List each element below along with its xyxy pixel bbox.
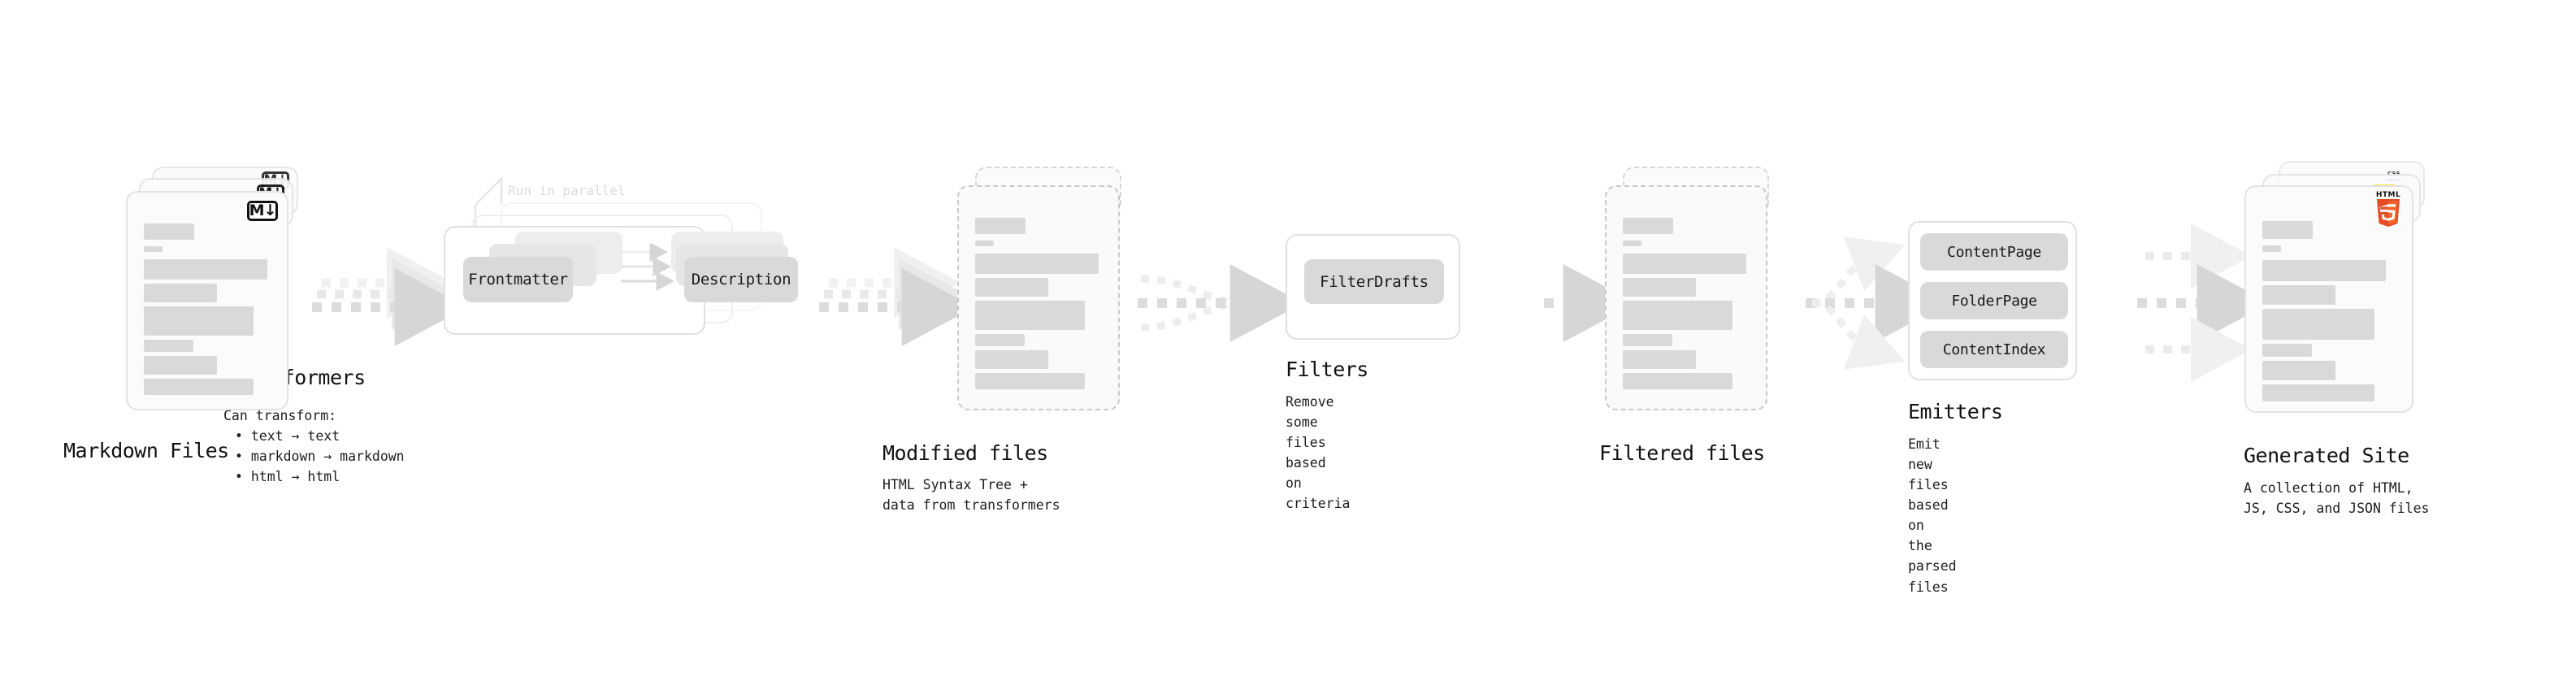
transformer-chip-description[interactable]: Description	[684, 257, 798, 302]
transformer-chip-frontmatter[interactable]: Frontmatter	[463, 257, 573, 302]
stage-title-generated-site: Generated Site	[2244, 444, 2409, 467]
transformers-bullets: • text → text • markdown → markdown • ht…	[223, 426, 405, 487]
markdown-card-front: M↓	[126, 191, 288, 410]
html5-icon: HTML	[2374, 192, 2402, 233]
stage-modified-files: Modified files HTML Syntax Tree + data f…	[883, 167, 1132, 513]
markdown-icon: M↓	[247, 201, 278, 221]
emitters-subtitle: Emit new files based on the parsed files	[1908, 436, 1957, 595]
skeleton-line	[144, 340, 193, 352]
skeleton-line	[1623, 254, 1746, 274]
arrow-transformers-to-modified	[819, 247, 975, 346]
skeleton-line	[1623, 218, 1673, 234]
skeleton-line	[2262, 344, 2312, 357]
skeleton-line	[975, 241, 994, 246]
markdown-file-stack: M↓ M↓ M↓	[126, 167, 301, 423]
html5-shield-icon	[2377, 199, 2400, 227]
bullet-item: • markdown → markdown	[235, 449, 405, 465]
bullet-label: html → html	[250, 469, 340, 485]
transformer-inner-arrows	[621, 244, 674, 291]
filters-box: FilterDrafts	[1286, 234, 1460, 340]
generated-site-stack: CSS HTML	[2244, 161, 2431, 429]
skeleton-line	[2262, 260, 2386, 281]
generated-card-html: HTML	[2244, 185, 2413, 413]
bullet-item: • html → html	[235, 469, 340, 485]
skeleton-line	[975, 218, 1026, 234]
skeleton-line	[2262, 245, 2281, 252]
filter-chip-filterdrafts[interactable]: FilterDrafts	[1304, 259, 1444, 304]
generated-site-subtitle: A collection of HTML, JS, CSS, and JSON …	[2244, 480, 2430, 517]
stage-title-filtered-files: Filtered files	[1599, 441, 1765, 465]
skeleton-line	[1623, 350, 1696, 369]
skeleton-line	[1623, 334, 1672, 346]
skeleton-line	[144, 259, 267, 280]
filtered-file-stack	[1605, 167, 1780, 423]
skeleton-line	[2262, 285, 2335, 305]
stage-title-modified-files: Modified files	[883, 441, 1048, 465]
modified-file-stack	[957, 167, 1132, 423]
stage-title-markdown-files: Markdown Files	[63, 439, 229, 462]
skeleton-line	[2262, 384, 2374, 401]
emitter-chip-contentindex[interactable]: ContentIndex	[1920, 331, 2068, 368]
filters-subtitle: Remove some files based on criteria	[1286, 394, 1351, 512]
skeleton-line	[975, 350, 1048, 369]
skeleton-line	[975, 301, 1085, 330]
skeleton-line	[2262, 221, 2313, 239]
stage-title-emitters: Emitters	[1908, 400, 2003, 423]
skeleton-line	[975, 278, 1048, 297]
skeleton-line	[144, 356, 217, 375]
modified-card-front	[957, 185, 1120, 410]
skeleton-line	[1623, 278, 1696, 297]
arrow-modified-to-filters	[1138, 264, 1303, 342]
emitters-box: ContentPage FolderPage ContentIndex	[1908, 221, 2077, 380]
transformers-subtitle: Can transform:	[223, 408, 337, 423]
bullet-label: markdown → markdown	[250, 449, 405, 465]
skeleton-line	[144, 306, 254, 336]
filtered-card-front	[1605, 185, 1767, 410]
skeleton-line	[144, 284, 217, 302]
skeleton-line	[975, 254, 1099, 274]
skeleton-line	[975, 373, 1085, 389]
bullet-item: • text → text	[235, 428, 340, 444]
arrow-markdown-to-transformers	[312, 247, 468, 346]
stage-markdown-files: M↓ M↓ M↓ Markdown Files	[63, 167, 301, 462]
skeleton-line	[144, 223, 194, 240]
skeleton-line	[2262, 361, 2335, 380]
skeleton-line	[1623, 241, 1641, 246]
skeleton-line	[2262, 309, 2374, 340]
modified-files-subtitle: HTML Syntax Tree + data from transformer…	[883, 477, 1060, 514]
run-in-parallel-note: Run in parallel	[508, 183, 626, 198]
skeleton-line	[1623, 373, 1733, 389]
skeleton-line	[144, 246, 163, 252]
stage-generated-site: CSS HTML	[2244, 161, 2431, 516]
skeleton-line	[975, 334, 1025, 346]
emitter-chip-contentpage[interactable]: ContentPage	[1920, 233, 2068, 271]
emitter-chip-folderpage[interactable]: FolderPage	[1920, 282, 2068, 319]
html5-icon-label: HTML	[2375, 191, 2401, 199]
stage-title-filters: Filters	[1286, 358, 1368, 381]
stage-filtered-files: Filtered files	[1599, 167, 1780, 465]
skeleton-line	[144, 379, 254, 395]
skeleton-line	[1623, 301, 1733, 330]
bullet-label: text → text	[250, 428, 340, 444]
arrow-filtered-to-emitters	[1806, 236, 1949, 370]
arrow-emitters-to-site	[2137, 223, 2270, 382]
